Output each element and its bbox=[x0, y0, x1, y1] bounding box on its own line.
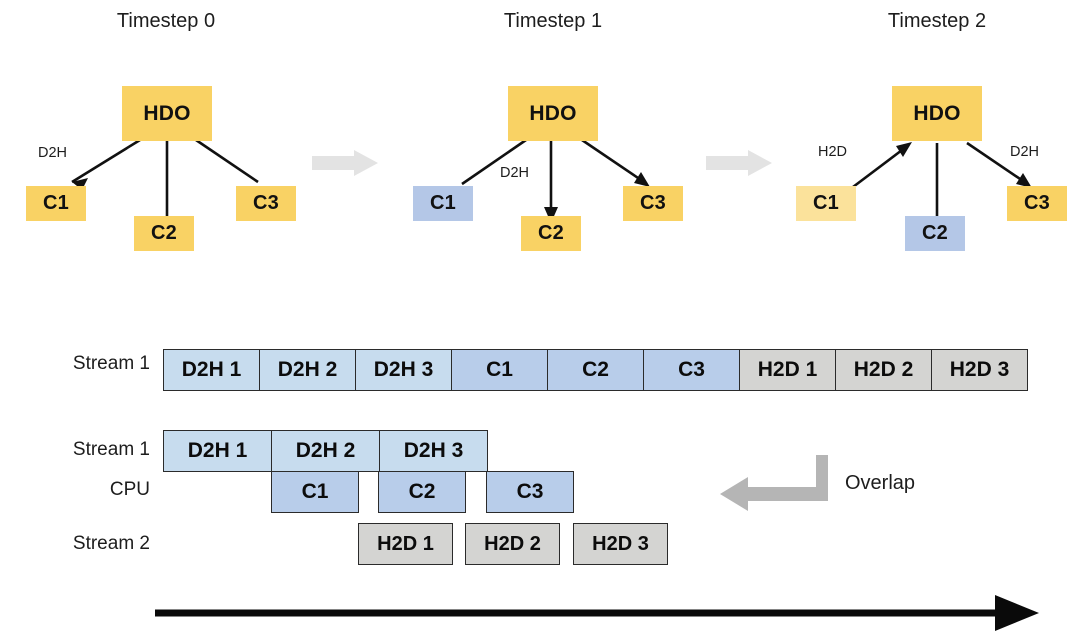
sequential-cell-c2[interactable]: C2 bbox=[547, 349, 644, 391]
overlapped-row-label-cpu: CPU bbox=[109, 479, 150, 500]
timestep-edges bbox=[71, 138, 1032, 223]
overlapped-row-label-stream1: Stream 1 bbox=[72, 439, 150, 460]
overlapped-stream1-cell-d2h1[interactable]: D2H 1 bbox=[163, 430, 272, 472]
timestep-0-hdo-node[interactable]: HDO bbox=[122, 86, 212, 141]
sequential-cell-d2h2[interactable]: D2H 2 bbox=[259, 349, 356, 391]
sequential-row-label-stream1: Stream 1 bbox=[72, 353, 150, 374]
timestep-1-edge-label-d2h: D2H bbox=[500, 165, 530, 181]
overlapped-cpu-cell-c1[interactable]: C1 bbox=[271, 471, 359, 513]
timestep-1-child-c2[interactable]: C2 bbox=[521, 216, 581, 251]
overlap-arrow-icon bbox=[720, 455, 828, 511]
overlap-label: Overlap bbox=[845, 472, 916, 494]
timestep-0-edge-label-d2h: D2H bbox=[38, 145, 68, 161]
transition-arrow-0-to-1 bbox=[312, 150, 378, 176]
time-axis-arrow-icon bbox=[155, 595, 1039, 631]
overlapped-stream1-cell-d2h2[interactable]: D2H 2 bbox=[271, 430, 380, 472]
overlapped-cpu-cell-c2[interactable]: C2 bbox=[378, 471, 466, 513]
timestep-1-child-c1[interactable]: C1 bbox=[413, 186, 473, 221]
sequential-cell-h2d3[interactable]: H2D 3 bbox=[931, 349, 1028, 391]
timestep-0-child-c1[interactable]: C1 bbox=[26, 186, 86, 221]
overlapped-stream2-cell-h2d3[interactable]: H2D 3 bbox=[573, 523, 668, 565]
transition-arrow-1-to-2 bbox=[706, 150, 772, 176]
timestep-1-hdo-node[interactable]: HDO bbox=[508, 86, 598, 141]
overlapped-stream1-cell-d2h3[interactable]: D2H 3 bbox=[379, 430, 488, 472]
sequential-cell-h2d1[interactable]: H2D 1 bbox=[739, 349, 836, 391]
timestep-2-hdo-node[interactable]: HDO bbox=[892, 86, 982, 141]
timestep-2-child-c3[interactable]: C3 bbox=[1007, 186, 1067, 221]
timestep-1-child-c3[interactable]: C3 bbox=[623, 186, 683, 221]
overlapped-cpu-cell-c3[interactable]: C3 bbox=[486, 471, 574, 513]
timestep-2-title: Timestep 2 bbox=[887, 10, 987, 32]
timestep-2-edge-label-d2h: D2H bbox=[1010, 144, 1040, 160]
sequential-cell-c1[interactable]: C1 bbox=[451, 349, 548, 391]
timestep-2-child-c1[interactable]: C1 bbox=[796, 186, 856, 221]
timestep-0-title: Timestep 0 bbox=[116, 10, 216, 32]
overlapped-row-label-stream2: Stream 2 bbox=[72, 533, 150, 554]
overlapped-stream2-cell-h2d2[interactable]: H2D 2 bbox=[465, 523, 560, 565]
timestep-2-child-c2[interactable]: C2 bbox=[905, 216, 965, 251]
sequential-cell-h2d2[interactable]: H2D 2 bbox=[835, 349, 932, 391]
timestep-0-child-c2[interactable]: C2 bbox=[134, 216, 194, 251]
overlapped-stream2-cell-h2d1[interactable]: H2D 1 bbox=[358, 523, 453, 565]
timestep-1-title: Timestep 1 bbox=[503, 10, 603, 32]
sequential-cell-d2h1[interactable]: D2H 1 bbox=[163, 349, 260, 391]
sequential-cell-c3[interactable]: C3 bbox=[643, 349, 740, 391]
timestep-0-child-c3[interactable]: C3 bbox=[236, 186, 296, 221]
sequential-cell-d2h3[interactable]: D2H 3 bbox=[355, 349, 452, 391]
timestep-2-edge-label-h2d: H2D bbox=[818, 144, 848, 160]
